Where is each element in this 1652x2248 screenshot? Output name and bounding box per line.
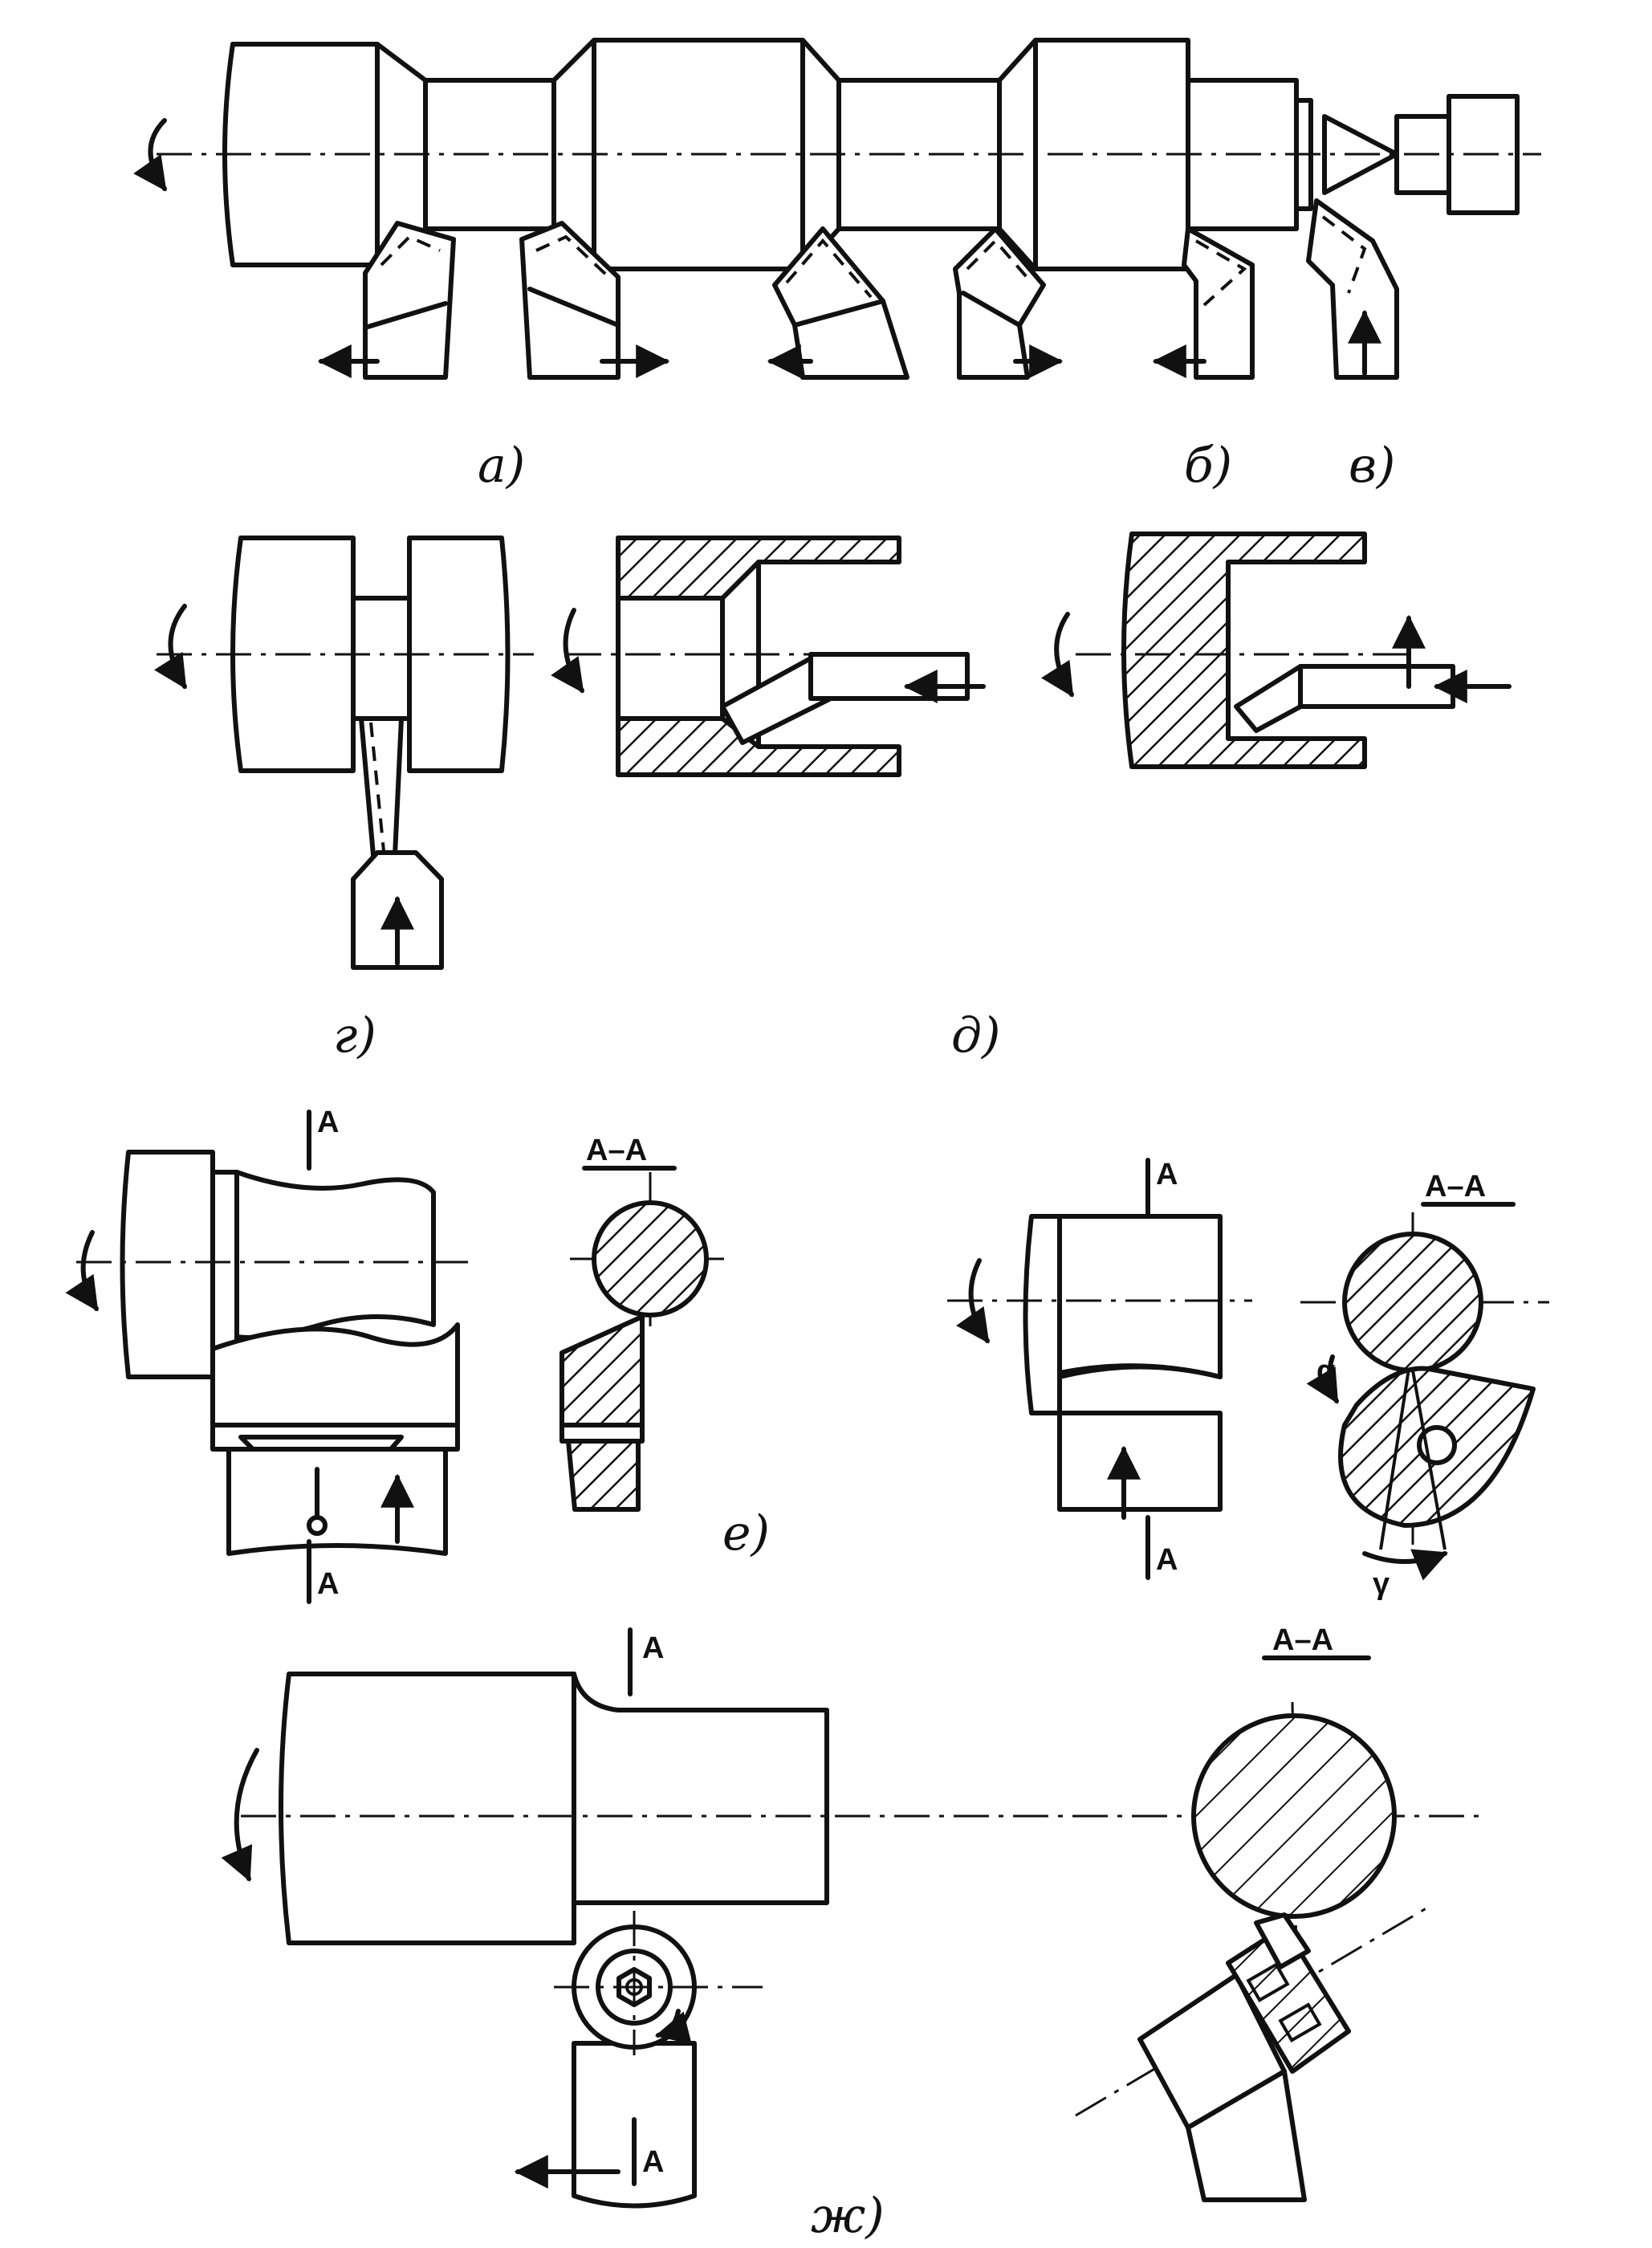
label-a: а) bbox=[478, 438, 525, 494]
panel-zh: A A A–A ж) bbox=[221, 1623, 1485, 2244]
panel-g: г) bbox=[153, 536, 534, 1064]
label-zh: ж) bbox=[811, 2188, 885, 2244]
label-v: в) bbox=[1349, 438, 1395, 494]
section-mark-a: A bbox=[317, 1567, 339, 1601]
panel-d: д) bbox=[551, 531, 1512, 1064]
label-b: б) bbox=[1184, 438, 1232, 494]
panel-e: A A A–A A A bbox=[65, 1106, 1549, 1604]
section-mark-a: A bbox=[642, 2145, 664, 2179]
section-mark-a: A bbox=[642, 1631, 664, 1665]
section-label-aa-left: A–A bbox=[586, 1134, 647, 1167]
alpha-label: α bbox=[1316, 1354, 1335, 1388]
panel-a-b-v: а) б) в) bbox=[133, 38, 1541, 494]
section-label-aa-bottom: A–A bbox=[1272, 1623, 1333, 1657]
label-e: е) bbox=[722, 1505, 770, 1562]
section-mark-a: A bbox=[317, 1106, 339, 1139]
gamma-label: γ bbox=[1373, 1567, 1390, 1601]
label-g: г) bbox=[333, 1008, 376, 1064]
section-mark-a: A bbox=[1156, 1158, 1178, 1191]
section-mark-a: A bbox=[1156, 1543, 1178, 1577]
label-d: д) bbox=[951, 1008, 1000, 1064]
section-label-aa-right: A–A bbox=[1425, 1170, 1486, 1203]
